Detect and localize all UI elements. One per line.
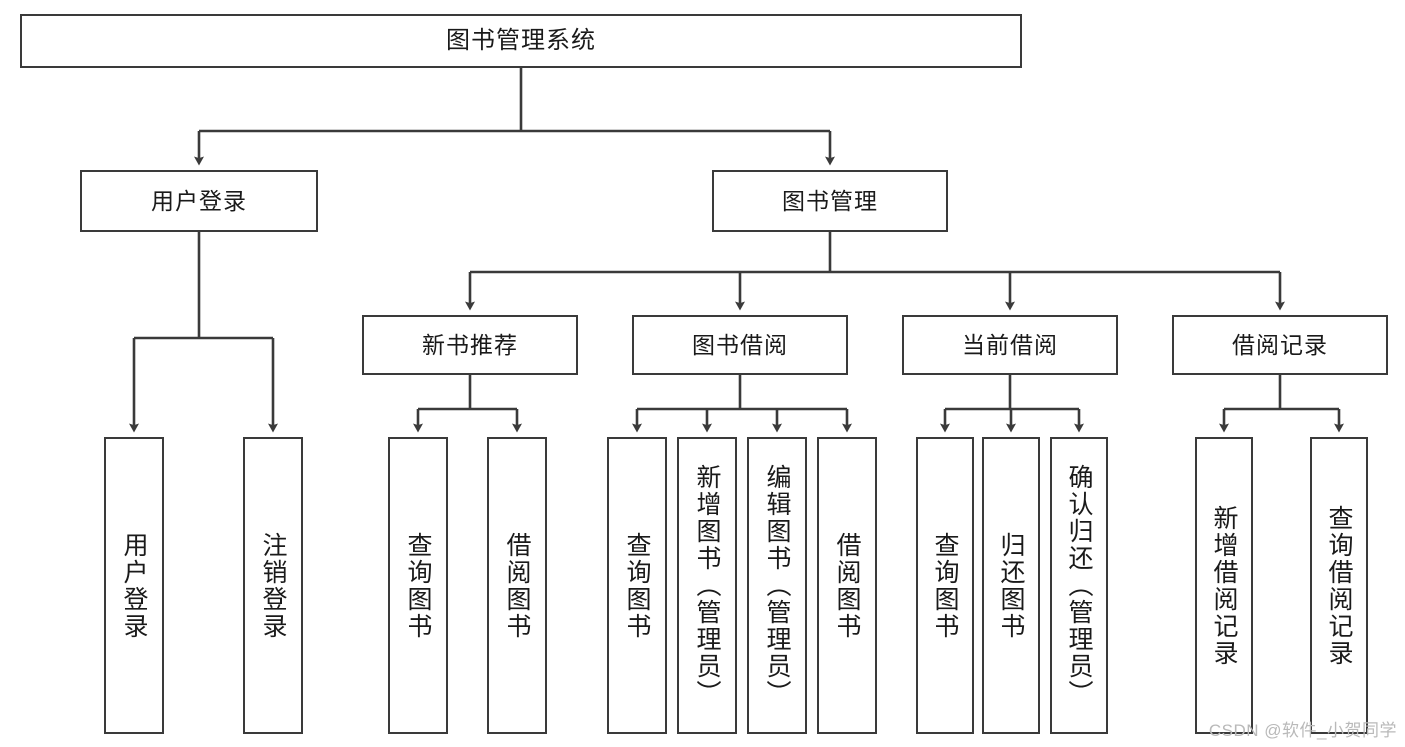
- node-leaf-confirm-return[interactable]: 确认归还（管理员）: [1050, 437, 1108, 734]
- node-book-manage[interactable]: 图书管理: [712, 170, 948, 232]
- node-leaf-user-login[interactable]: 用户登录: [104, 437, 164, 734]
- node-new-book-recommend[interactable]: 新书推荐: [362, 315, 578, 375]
- node-current-borrow[interactable]: 当前借阅: [902, 315, 1118, 375]
- node-borrow-record[interactable]: 借阅记录: [1172, 315, 1388, 375]
- node-leaf-user-logout-label: 注销登录: [259, 531, 287, 640]
- node-leaf-query-record[interactable]: 查询借阅记录: [1310, 437, 1368, 734]
- node-user-login-label: 用户登录: [151, 187, 247, 214]
- node-borrow-record-label: 借阅记录: [1232, 331, 1328, 358]
- node-book-manage-label: 图书管理: [782, 187, 878, 214]
- node-leaf-borrow-book-1[interactable]: 借阅图书: [487, 437, 547, 734]
- node-leaf-query-book-2-label: 查询图书: [623, 531, 651, 640]
- node-book-borrow[interactable]: 图书借阅: [632, 315, 848, 375]
- node-book-borrow-label: 图书借阅: [692, 331, 788, 358]
- node-leaf-query-book-3[interactable]: 查询图书: [916, 437, 974, 734]
- node-leaf-add-record[interactable]: 新增借阅记录: [1195, 437, 1253, 734]
- node-leaf-edit-book[interactable]: 编辑图书（管理员）: [747, 437, 807, 734]
- node-current-borrow-label: 当前借阅: [962, 331, 1058, 358]
- node-leaf-query-book-1[interactable]: 查询图书: [388, 437, 448, 734]
- node-leaf-query-book-1-label: 查询图书: [404, 531, 432, 640]
- node-root-system[interactable]: 图书管理系统: [20, 14, 1022, 68]
- connector-group: [129, 68, 1344, 433]
- node-leaf-confirm-return-label: 确认归还（管理员）: [1065, 464, 1093, 707]
- node-root-label: 图书管理系统: [446, 27, 596, 55]
- node-leaf-user-login-label: 用户登录: [120, 531, 148, 640]
- node-leaf-query-book-2[interactable]: 查询图书: [607, 437, 667, 734]
- node-leaf-user-logout[interactable]: 注销登录: [243, 437, 303, 734]
- node-leaf-add-book[interactable]: 新增图书（管理员）: [677, 437, 737, 734]
- node-new-book-recommend-label: 新书推荐: [422, 331, 518, 358]
- node-leaf-add-record-label: 新增借阅记录: [1210, 504, 1238, 667]
- node-leaf-query-book-3-label: 查询图书: [931, 531, 959, 640]
- node-leaf-return-book[interactable]: 归还图书: [982, 437, 1040, 734]
- node-leaf-borrow-book-2[interactable]: 借阅图书: [817, 437, 877, 734]
- node-leaf-return-book-label: 归还图书: [997, 531, 1025, 640]
- node-leaf-borrow-book-1-label: 借阅图书: [503, 531, 531, 640]
- node-leaf-borrow-book-2-label: 借阅图书: [833, 531, 861, 640]
- node-leaf-edit-book-label: 编辑图书（管理员）: [763, 464, 791, 707]
- csdn-watermark: CSDN @软件_小贺同学: [1208, 721, 1397, 740]
- node-user-login[interactable]: 用户登录: [80, 170, 318, 232]
- node-leaf-add-book-label: 新增图书（管理员）: [693, 464, 721, 707]
- node-leaf-query-record-label: 查询借阅记录: [1325, 504, 1353, 667]
